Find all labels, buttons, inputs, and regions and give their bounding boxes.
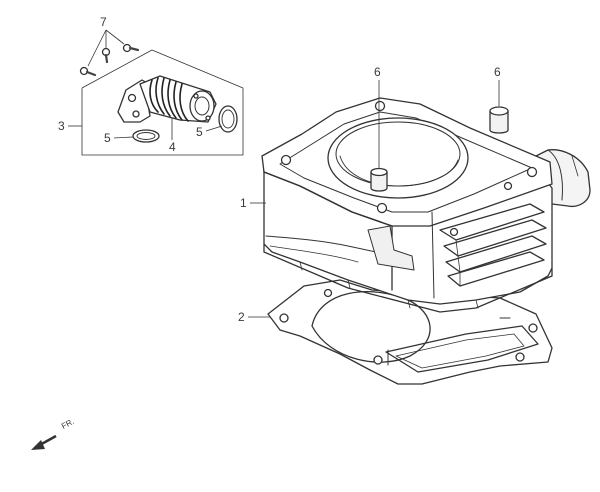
callout-6-left: 6 [374,65,381,79]
bracket-3-lines [81,88,244,156]
bolt-top [122,43,140,53]
o-ring-left [132,129,160,143]
callout-1: 1 [240,196,247,210]
o-ring-right [218,105,238,133]
callout-5-right: 5 [196,125,203,139]
leader-lines [68,29,500,318]
bolt-left [79,66,97,77]
dowel-pin-right [489,106,509,134]
intake-manifold [117,75,217,123]
cylinder-block [261,97,591,313]
callout-7: 7 [100,15,107,29]
bolt-middle [101,47,111,64]
callout-6-right: 6 [494,65,501,79]
callout-3: 3 [58,119,65,133]
callout-2: 2 [238,310,245,324]
callout-4: 4 [169,140,176,154]
front-direction-arrow-icon [31,434,57,450]
callout-5-left: 5 [104,131,111,145]
dowel-pin-left [370,167,388,192]
